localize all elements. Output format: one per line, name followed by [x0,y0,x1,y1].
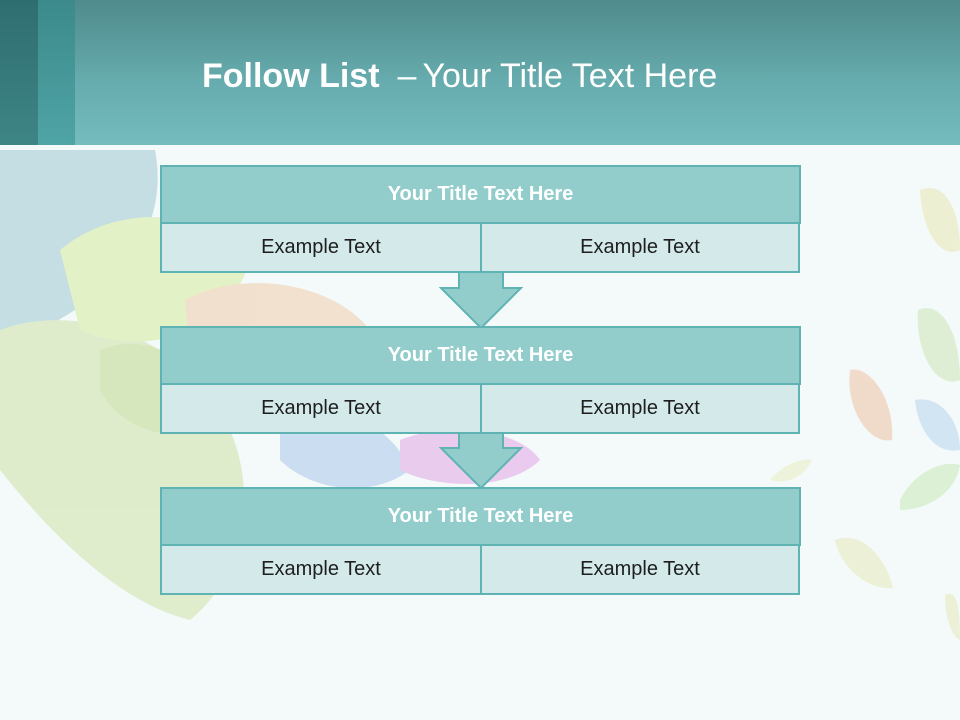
block-cell-right: Example Text [480,544,800,595]
down-arrow-icon [438,431,524,490]
block-title: Your Title Text Here [160,326,801,385]
block-title: Your Title Text Here [160,165,801,224]
list-block: Your Title Text Here Example Text Exampl… [160,487,801,595]
block-cell-left: Example Text [160,222,482,273]
block-cell-left: Example Text [160,383,482,434]
header-band [0,0,960,145]
header-stripe [38,0,75,145]
title-separator: – [397,57,417,95]
page-title: Follow List–Your Title Text Here [202,54,717,98]
list-block: Your Title Text Here Example Text Exampl… [160,326,801,434]
block-cell-right: Example Text [480,383,800,434]
block-cell-right: Example Text [480,222,800,273]
title-bold: Follow List [202,57,380,95]
header-stripe [0,0,38,145]
list-block: Your Title Text Here Example Text Exampl… [160,165,801,273]
block-cell-left: Example Text [160,544,482,595]
down-arrow-icon [438,271,524,330]
block-title: Your Title Text Here [160,487,801,546]
title-rest: Your Title Text Here [422,57,718,95]
